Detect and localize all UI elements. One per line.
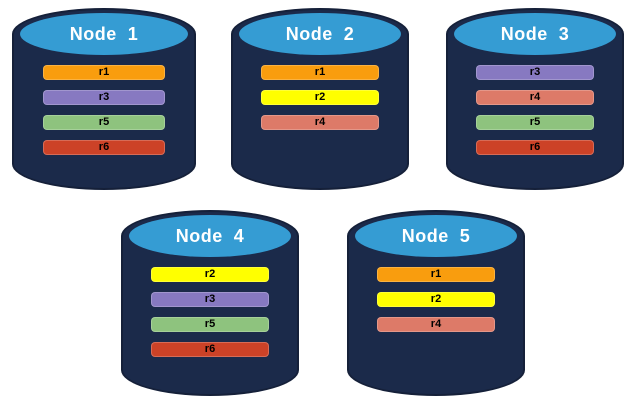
cylinder-cap: Node 1	[20, 13, 188, 55]
replica-bars: r3 r4 r5 r6	[446, 65, 624, 155]
replica-label: r2	[314, 91, 326, 103]
replica-bars: r2 r3 r5 r6	[121, 267, 299, 357]
replica-bar: r2	[151, 267, 269, 282]
replica-bar: r2	[261, 90, 379, 105]
replica-label: r6	[204, 343, 216, 355]
cylinder-cap: Node 4	[129, 215, 291, 257]
cylinder-body	[121, 236, 299, 396]
replica-bar: r4	[261, 115, 379, 130]
node-cylinder: Node 4 r2 r3 r5 r6	[121, 210, 299, 396]
replica-label: r1	[98, 66, 110, 78]
replica-bar: r5	[151, 317, 269, 332]
replica-label: r1	[430, 268, 442, 280]
cylinder-body	[231, 34, 409, 190]
node-cylinder: Node 5 r1 r2 r4	[347, 210, 525, 396]
replica-label: r1	[314, 66, 326, 78]
replica-label: r3	[529, 66, 541, 78]
node-cylinder: Node 1 r1 r3 r5 r6	[12, 8, 196, 190]
node-label: Node 3	[500, 23, 570, 44]
replica-bar: r5	[476, 115, 594, 130]
replica-label: r6	[98, 141, 110, 153]
replica-bar: r2	[377, 292, 495, 307]
replica-label: r4	[314, 116, 326, 128]
cylinder-body	[12, 34, 196, 190]
replica-bar: r1	[377, 267, 495, 282]
replica-label: r2	[430, 293, 442, 305]
replica-label: r5	[529, 116, 541, 128]
cylinder-cap: Node 2	[239, 13, 401, 55]
replica-bar: r4	[377, 317, 495, 332]
replica-bar: r6	[43, 140, 165, 155]
replica-bars: r1 r3 r5 r6	[12, 65, 196, 155]
replica-bar: r5	[43, 115, 165, 130]
replica-bar: r6	[476, 140, 594, 155]
replica-bars: r1 r2 r4	[231, 65, 409, 130]
cylinder-cap: Node 5	[355, 215, 517, 257]
replica-label: r4	[430, 318, 442, 330]
replica-bar: r3	[43, 90, 165, 105]
replica-bar: r3	[476, 65, 594, 80]
cylinder-body	[347, 236, 525, 396]
replica-bar: r1	[43, 65, 165, 80]
replica-label: r3	[204, 293, 216, 305]
replica-bar: r1	[261, 65, 379, 80]
node-label: Node 4	[175, 225, 245, 246]
cylinder-cap: Node 3	[454, 13, 616, 55]
node-label: Node 1	[69, 23, 139, 44]
replica-label: r5	[98, 116, 110, 128]
replica-label: r2	[204, 268, 216, 280]
replica-label: r5	[204, 318, 216, 330]
replica-label: r6	[529, 141, 541, 153]
replica-bar: r6	[151, 342, 269, 357]
replica-bars: r1 r2 r4	[347, 267, 525, 332]
node-label: Node 2	[285, 23, 355, 44]
node-cylinder: Node 3 r3 r4 r5 r6	[446, 8, 624, 190]
node-cylinder: Node 2 r1 r2 r4	[231, 8, 409, 190]
replica-bar: r4	[476, 90, 594, 105]
replica-bar: r3	[151, 292, 269, 307]
replica-label: r3	[98, 91, 110, 103]
replica-label: r4	[529, 91, 541, 103]
cylinder-body	[446, 34, 624, 190]
node-label: Node 5	[401, 225, 471, 246]
